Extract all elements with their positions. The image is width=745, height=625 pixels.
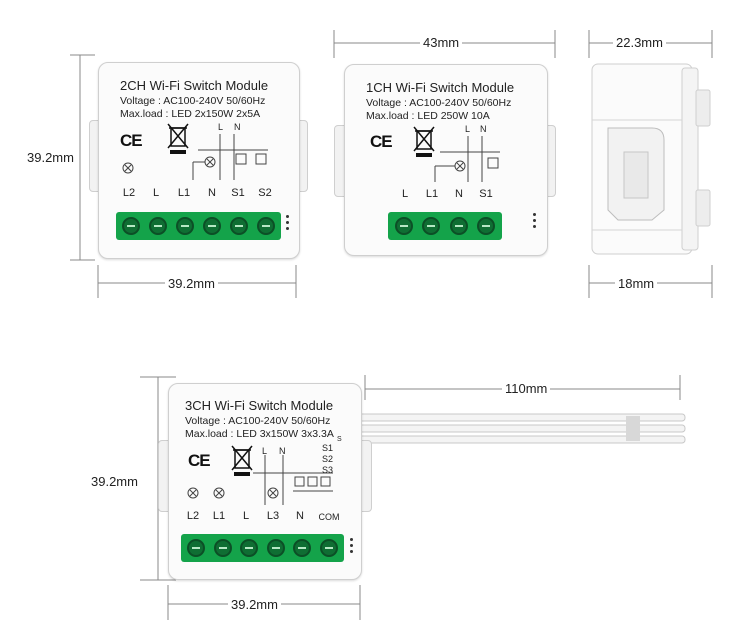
switch-label-s3: S3 [322,465,334,475]
terminal-block-2ch [116,212,281,240]
wire-label-l: L [218,122,224,132]
terminal-screw [394,217,413,235]
terminal-screw [319,539,338,557]
dimension-height-3ch: 39.2mm [88,474,141,489]
dimension-wire-length: 110mm [502,381,551,396]
terminal-label-s1: S1 [479,188,493,200]
wire-label-l: L [262,446,268,456]
terminal-screw [266,539,285,557]
voltage-spec: Voltage : AC100-240V 50/60Hz [366,97,512,109]
terminal-block-3ch [181,534,344,562]
terminal-label-l3: L3 [266,510,280,522]
dimension-side-base: 18mm [615,276,658,291]
switch-label-s1: S1 [322,443,334,453]
terminal-label-l2: L2 [186,510,200,522]
dimension-width-3ch: 39.2mm [228,597,281,612]
terminal-screw [240,539,259,557]
module-title: 1CH Wi-Fi Switch Module [366,80,515,95]
terminal-screw [229,217,248,235]
module-title: 2CH Wi-Fi Switch Module [120,78,269,93]
terminal-screw [256,217,275,235]
ce-mark: CE [370,132,393,151]
ce-mark: CE [188,451,211,470]
module-title: 3CH Wi-Fi Switch Module [185,398,334,413]
terminal-screw [293,539,312,557]
terminal-label-l: L [152,187,160,199]
weee-bin-icon [413,126,435,157]
maxload-spec: Max.load : LED 2x150W 2x5A [120,108,261,120]
wiring-schematic-2ch [122,134,268,180]
terminal-label-l1: L1 [212,510,226,522]
terminal-label-n: N [455,188,463,200]
wire-label-n: N [279,446,286,456]
terminal-label-l: L [401,188,409,200]
voltage-spec: Voltage : AC100-240V 50/60Hz [185,415,331,427]
terminal-label-com: COM [318,512,340,522]
terminal-screw [422,217,441,235]
terminal-label-l1: L1 [425,188,439,200]
terminal-label-s1: S1 [231,187,245,199]
weee-bin-icon [231,445,253,476]
switch-label-s2: S2 [322,454,334,464]
dimension-width-2ch: 39.2mm [165,276,218,291]
indicator-dots [286,215,289,233]
wiring-schematic-3ch [187,455,333,505]
terminal-label-l2: L2 [122,187,136,199]
maxload-spec: Max.load : LED 250W 10A [366,110,490,122]
terminal-screw [202,217,221,235]
voltage-spec: Voltage : AC100-240V 50/60Hz [120,95,266,107]
wiring-schematic-1ch [434,136,500,182]
terminal-block-1ch [388,212,502,240]
terminal-screw [477,217,496,235]
terminal-label-l: L [242,510,250,522]
wire-label-l: L [465,124,471,134]
ce-mark: CE [120,131,143,150]
terminal-screw [213,539,232,557]
dimension-height-2ch: 39.2mm [24,150,77,165]
dimension-side-depth: 22.3mm [613,35,666,50]
terminal-screw [176,217,195,235]
s-mark: S [337,436,342,443]
terminal-label-n: N [296,510,304,522]
terminal-label-n: N [208,187,216,199]
side-profile-drawing [591,63,711,255]
indicator-dots [350,538,353,556]
lead-wires [350,413,686,444]
indicator-dots [533,213,536,231]
terminal-screw [149,217,168,235]
terminal-label-s2: S2 [258,187,272,199]
terminal-screw [122,217,141,235]
terminal-screw [187,539,206,557]
maxload-spec: Max.load : LED 3x150W 3x3.3A [185,428,334,440]
wire-label-n: N [234,122,241,132]
wire-label-n: N [480,124,487,134]
terminal-screw [449,217,468,235]
dimension-depth-1ch: 43mm [420,35,463,50]
terminal-label-l1: L1 [177,187,191,199]
weee-bin-icon [167,123,189,154]
